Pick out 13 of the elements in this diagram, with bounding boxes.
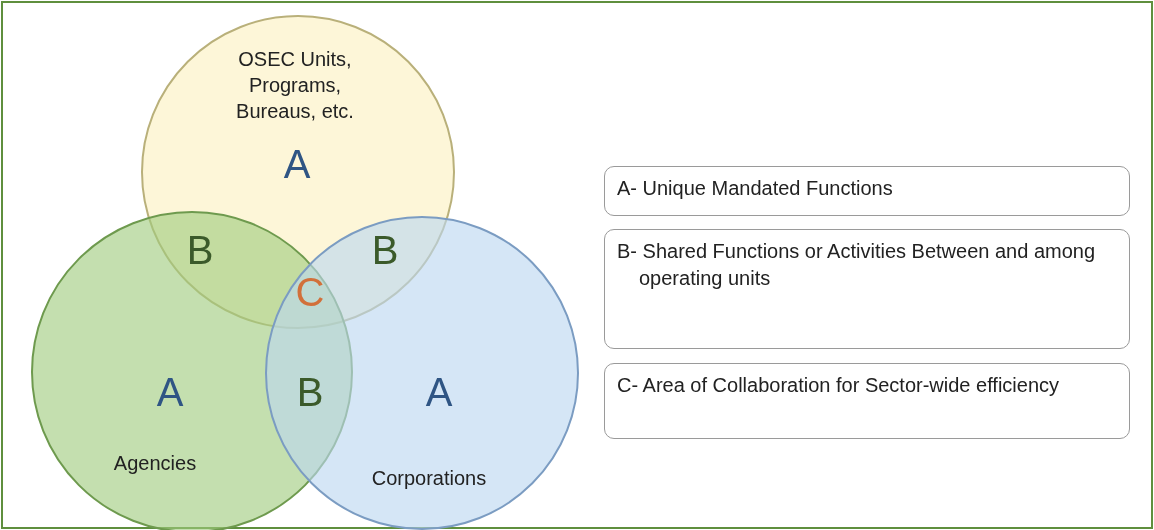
region-letter: A [425,370,453,415]
legend-box: A- Unique Mandated Functions [604,166,1130,216]
region-letter: B [296,370,324,415]
region-letter: A [283,142,311,187]
set-label: Agencies [112,451,198,476]
region-letter: C [295,270,325,315]
set-label: Corporations [370,466,488,491]
region-letter: B [371,228,399,273]
set-label: OSEC Units, Programs, Bureaus, etc. [235,47,355,124]
region-letter: B [186,228,214,273]
region-letter: A [156,370,184,415]
legend-box: C- Area of Collaboration for Sector-wide efficiency [604,363,1130,439]
legend-box: B- Shared Functions or Activities Between and among operating units [604,229,1130,349]
